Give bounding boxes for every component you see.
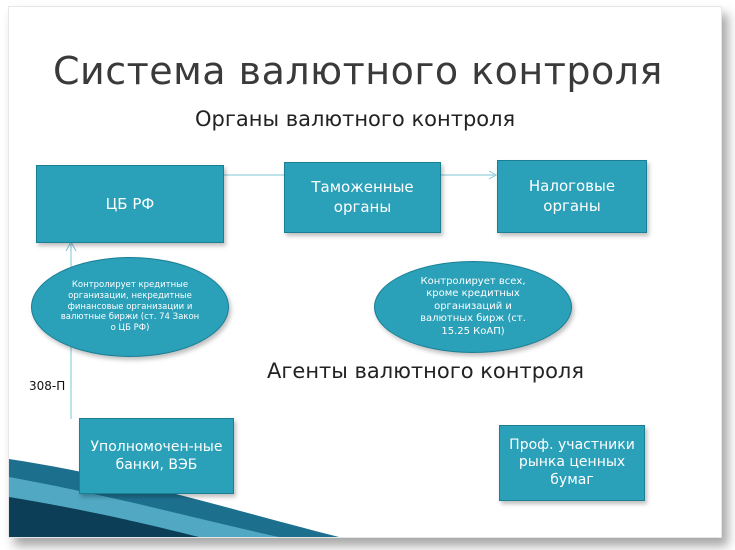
box-securities-participants: Проф. участники рынка ценных бумаг [499, 425, 645, 501]
arrowhead-tax [488, 170, 498, 180]
box-securities-participants-label: Проф. участники рынка ценных бумаг [509, 436, 635, 488]
ellipse-tax-scope-text: Контролирует всех, кроме кредитных орган… [420, 275, 526, 337]
page-title: Система валютного контроля [53, 49, 663, 93]
decorative-swoosh-dark [9, 497, 199, 537]
box-tax: Налоговые органы [497, 160, 647, 233]
organs-heading: Органы валютного контроля [195, 107, 516, 131]
box-cb-rf-label: ЦБ РФ [105, 195, 155, 213]
box-authorized-banks: Уполномочен-ные банки, ВЭБ [79, 418, 234, 494]
box-tax-label: Налоговые органы [528, 177, 616, 215]
box-cb-rf: ЦБ РФ [36, 165, 224, 243]
ellipse-cb-scope: Контролирует кредитные организации, некр… [31, 257, 229, 357]
slide: Система валютного контроля Органы валютн… [8, 6, 722, 538]
regulation-note: 308-П [29, 379, 66, 393]
box-customs: Таможенные органы [284, 162, 441, 233]
ellipse-cb-scope-text: Контролирует кредитные организации, некр… [60, 280, 200, 333]
agents-heading: Агенты валютного контроля [267, 359, 584, 383]
ellipse-tax-scope: Контролирует всех, кроме кредитных орган… [374, 261, 572, 353]
box-authorized-banks-label: Уполномочен-ные банки, ВЭБ [90, 438, 223, 473]
box-customs-label: Таможенные органы [311, 178, 414, 216]
